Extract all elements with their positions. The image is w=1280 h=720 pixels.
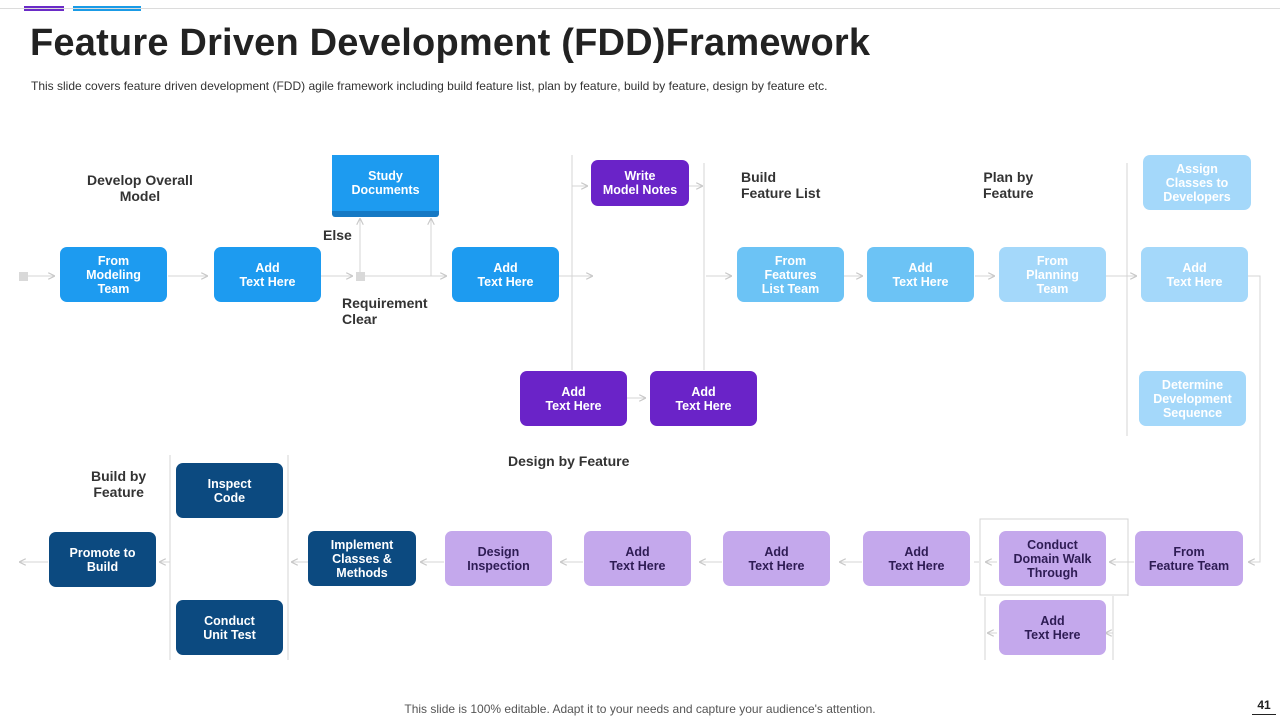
from-planning-team-box: From Planning Team [999,247,1106,302]
determine-sequence-box: Determine Development Sequence [1139,371,1246,426]
study-documents-box: Study Documents [332,155,439,217]
label-develop-overall-model: Develop Overall Model [87,172,193,204]
label-build-by-feature: Build by Feature [91,468,147,500]
add-text-lavender-box-2: Add Text Here [723,531,830,586]
label-else: Else [323,227,352,243]
conduct-unit-test-box: Conduct Unit Test [176,600,283,655]
add-text-box-2: Add Text Here [452,247,559,302]
add-text-purple-box-2: Add Text Here [650,371,757,426]
add-text-box-3: Add Text Here [867,247,974,302]
implement-classes-box: Implement Classes & Methods [308,531,416,586]
from-feature-team-box: From Feature Team [1135,531,1243,586]
promote-to-build-box: Promote to Build [49,532,156,587]
inspect-code-box: Inspect Code [176,463,283,518]
slide-subtitle: This slide covers feature driven develop… [31,79,828,93]
from-features-list-team-box: From Features List Team [737,247,844,302]
label-plan-by-feature: Plan by Feature [983,169,1034,201]
label-requirement-clear: Requirement Clear [342,295,428,327]
add-text-lavender-box-1: Add Text Here [863,531,970,586]
conduct-domain-walk-box: Conduct Domain Walk Through [999,531,1106,586]
slide-title: Feature Driven Development (FDD)Framewor… [30,22,871,64]
write-model-notes-box: Write Model Notes [591,160,689,206]
add-text-box-4: Add Text Here [1141,247,1248,302]
header-divider [0,8,1280,9]
design-inspection-box: Design Inspection [445,531,552,586]
add-text-purple-box-1: Add Text Here [520,371,627,426]
assign-classes-box: Assign Classes to Developers [1143,155,1251,210]
from-modeling-team-box: From Modeling Team [60,247,167,302]
start-node [19,272,28,281]
label-build-feature-list: Build Feature List [741,169,821,201]
decision-node [356,272,365,281]
add-text-box-1: Add Text Here [214,247,321,302]
slide-footer: This slide is 100% editable. Adapt it to… [404,702,876,716]
page-number: 41 [1252,698,1276,715]
add-text-lavender-box-bottom: Add Text Here [999,600,1106,655]
label-design-by-feature: Design by Feature [508,453,630,469]
add-text-lavender-box-3: Add Text Here [584,531,691,586]
